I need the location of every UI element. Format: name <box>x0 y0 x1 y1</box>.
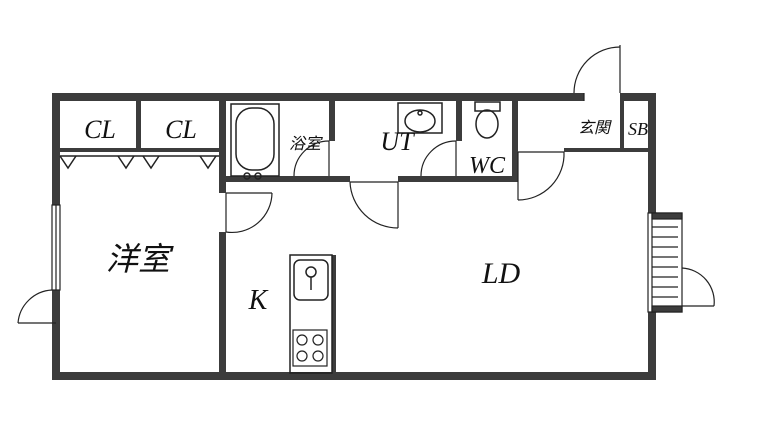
toilet-label: WC <box>469 153 506 179</box>
entrance-label: 玄関 <box>578 118 612 137</box>
doors <box>17 45 715 324</box>
window-left <box>51 204 61 291</box>
entrance-door <box>573 45 621 101</box>
washbasin-icon <box>397 102 443 134</box>
stove-icon <box>292 329 328 367</box>
western-room-door <box>225 192 273 234</box>
bathroom-door <box>293 140 330 177</box>
shoe-box-label: SB <box>628 119 648 139</box>
bathroom-label: 浴室 <box>289 134 323 153</box>
left-room-door <box>17 289 56 324</box>
balcony-window-right <box>647 212 683 313</box>
utility-label: UT <box>380 127 415 156</box>
toilet-icon <box>474 101 501 139</box>
balcony-door <box>681 267 715 307</box>
toilet-door <box>420 140 457 177</box>
closet-label-1: CL <box>84 115 116 144</box>
utility-door <box>349 181 399 229</box>
western-room-label: 洋室 <box>106 240 174 278</box>
exterior-walls <box>52 93 656 380</box>
kitchen-label: K <box>248 285 269 316</box>
closet-fixtures <box>59 155 219 170</box>
interior-walls <box>52 93 656 380</box>
living-dining-label: LD <box>481 257 521 290</box>
hall-door <box>517 151 565 201</box>
closet-label-2: CL <box>165 115 197 144</box>
kitchen-counter <box>289 254 333 374</box>
bathtub-icon <box>230 103 280 180</box>
